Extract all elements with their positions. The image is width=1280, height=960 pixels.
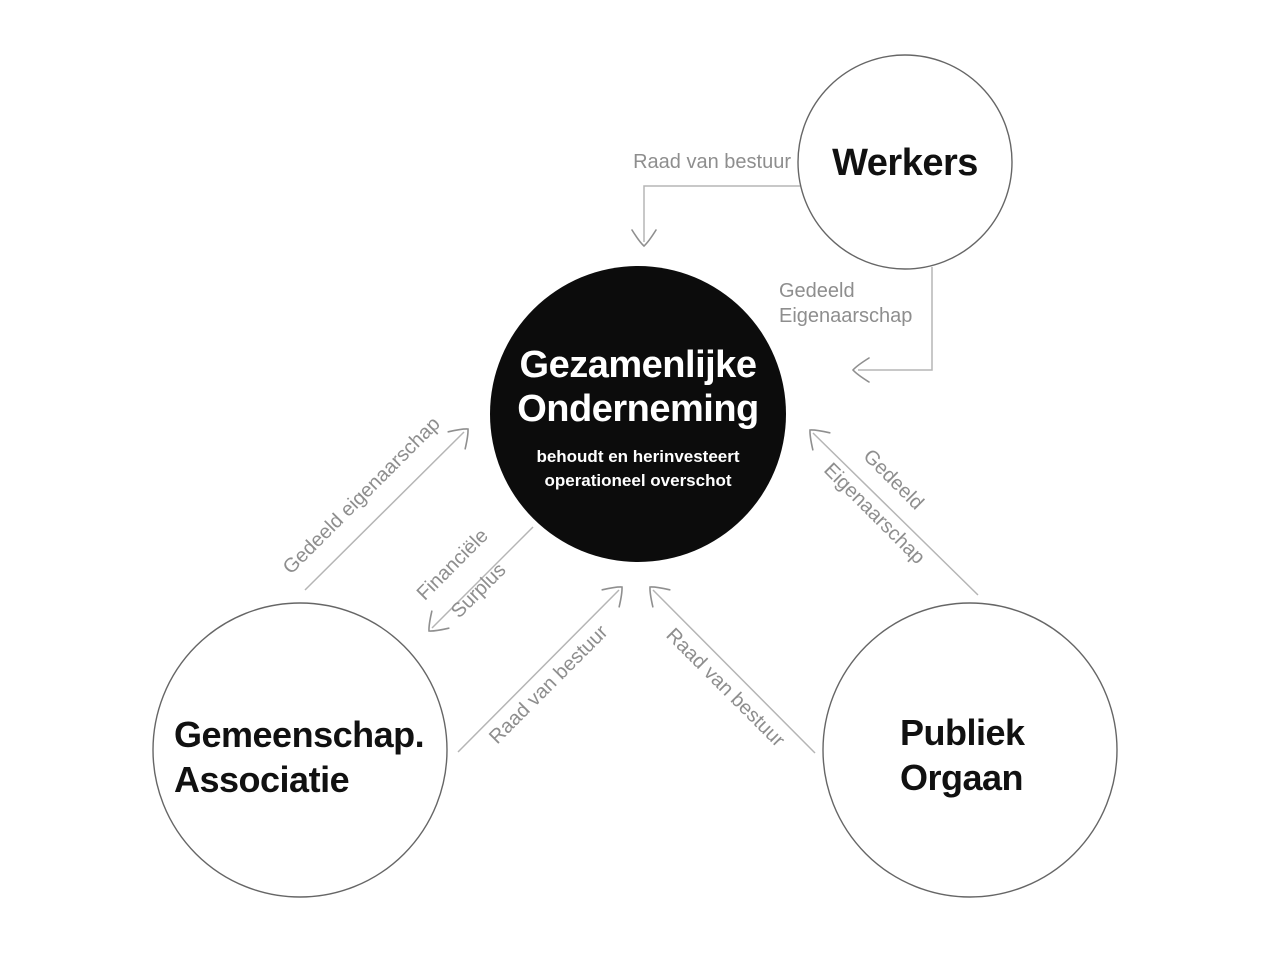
arrowhead-down-left-icon <box>428 610 450 632</box>
edge-community-to-center-board: Raad van bestuur <box>457 586 623 753</box>
edge-public-ownership-line <box>812 432 979 596</box>
community-label-line1: Gemeenschap. <box>174 714 424 755</box>
edge-public-to-center-ownership: Gedeeld Eigenaarschap <box>809 429 979 596</box>
edge-center-to-community-surplus: Financiële Surplus <box>413 525 534 632</box>
arrowhead-down-icon <box>631 229 657 248</box>
node-workers: Werkers <box>797 54 1013 270</box>
community-association-circle <box>152 602 448 898</box>
center-subtitle-line1: behoudt en herinvesteert <box>536 447 739 466</box>
node-public-body: Publiek Orgaan <box>822 602 1118 898</box>
public-body-label-line1: Publiek <box>900 712 1026 753</box>
public-body-circle <box>822 602 1118 898</box>
edge-public-board-line <box>652 589 816 754</box>
public-body-label-line2: Orgaan <box>900 757 1023 798</box>
edge-workers-board-line <box>643 185 800 242</box>
joint-enterprise-circle <box>490 266 786 562</box>
workers-label: Werkers <box>832 142 978 184</box>
community-label-line2: Associatie <box>174 759 349 800</box>
edge-label-workers-ownership-line2: Eigenaarschap <box>779 305 912 327</box>
edge-label-community-ownership: Gedeeld eigenaarschap <box>279 413 445 579</box>
center-subtitle-line2: operationeel overschot <box>544 471 731 490</box>
center-title-line1: Gezamenlijke <box>520 344 757 386</box>
center-title-line2: Onderneming <box>517 388 759 430</box>
node-community-association: Gemeenschap. Associatie <box>152 602 448 898</box>
edge-workers-to-center-board: Raad van bestuur <box>631 151 800 248</box>
arrowhead-up-right-icon <box>447 428 469 450</box>
workers-circle <box>797 54 1013 270</box>
edge-surplus-line <box>431 526 534 629</box>
node-joint-enterprise: Gezamenlijke Onderneming behoudt en heri… <box>490 266 786 562</box>
arrowhead-up-right-icon <box>601 586 623 608</box>
arrowhead-left-icon <box>851 357 870 383</box>
edge-label-workers-board: Raad van bestuur <box>633 151 791 173</box>
edge-label-workers-ownership-line1: Gedeeld <box>779 280 855 302</box>
edge-workers-ownership-line <box>858 267 933 371</box>
arrowhead-up-left-icon <box>649 586 671 608</box>
edge-community-ownership-line <box>304 431 465 591</box>
arrowhead-up-left-icon <box>809 429 831 451</box>
edge-workers-to-center-ownership: Gedeeld Eigenaarschap <box>779 267 933 383</box>
edge-label-public-board: Raad van bestuur <box>662 624 789 751</box>
edge-label-community-board: Raad van bestuur <box>485 621 612 748</box>
edge-public-to-center-board: Raad van bestuur <box>649 586 816 754</box>
edge-community-board-line <box>457 589 620 753</box>
